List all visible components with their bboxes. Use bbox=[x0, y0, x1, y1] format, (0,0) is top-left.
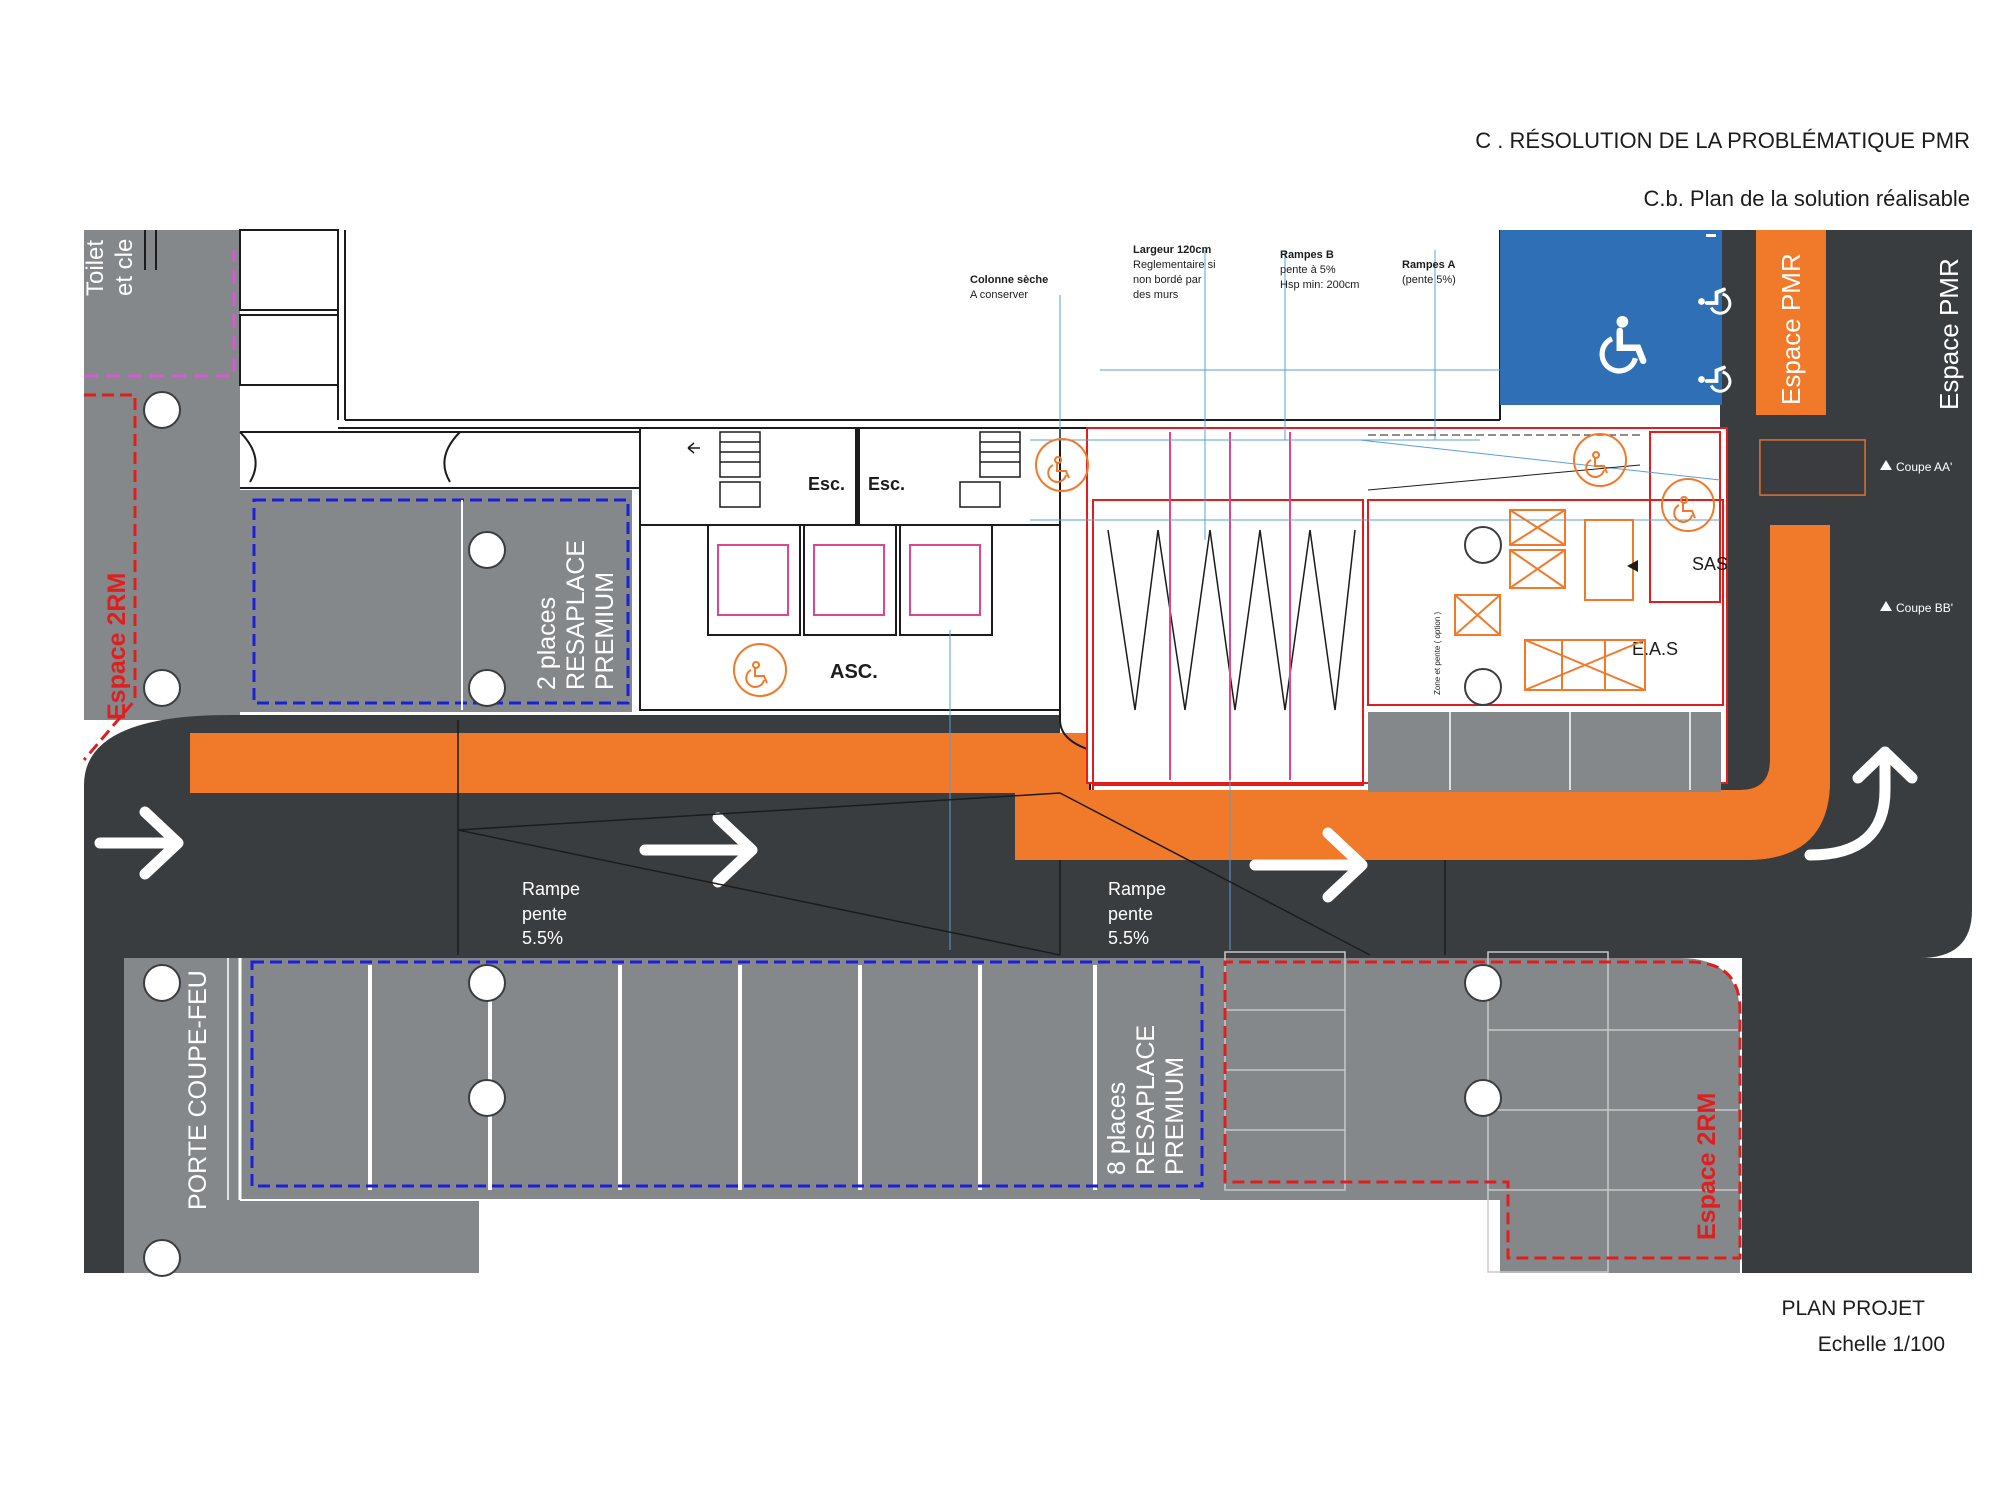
furniture-boxes bbox=[1454, 509, 1646, 691]
rampe2-l2: pente bbox=[1108, 904, 1153, 924]
largeur-line3: non bordé par bbox=[1133, 274, 1202, 286]
espace-pmr-inner-label: Espace PMR bbox=[1776, 253, 1806, 405]
colonne-line1: Colonne sèche bbox=[970, 274, 1048, 286]
rampes-b-line3: Hsp min: 200cm bbox=[1280, 279, 1359, 291]
rampe1-l3: 5.5% bbox=[522, 928, 563, 948]
elevators bbox=[707, 524, 993, 636]
rampe2-l3: 5.5% bbox=[1108, 928, 1149, 948]
arrow-turn-up-icon bbox=[1804, 746, 1918, 861]
asc-label: ASC. bbox=[830, 661, 878, 683]
coupe-bb-label: Coupe BB' bbox=[1896, 601, 1953, 615]
rampe2-l1: Rampe bbox=[1108, 879, 1166, 899]
premium-outline-8 bbox=[250, 960, 1204, 1188]
rampe1-l2: pente bbox=[522, 904, 567, 924]
arrow-right-icon bbox=[1249, 827, 1368, 903]
bottom-parking bbox=[124, 958, 1740, 1273]
resaplace-8-line1: 8 places bbox=[1103, 1082, 1131, 1175]
dimension-lines bbox=[949, 250, 1721, 950]
coupe-marker-icon bbox=[1880, 601, 1892, 611]
page-title: C . RÉSOLUTION DE LA PROBLÉMATIQUE PMR bbox=[1475, 128, 1970, 153]
coupe-aa-label: Coupe AA' bbox=[1896, 460, 1952, 474]
espace-pmr-inner bbox=[1756, 230, 1826, 415]
largeur-line2: Reglementaire si bbox=[1133, 259, 1216, 271]
zone-rampe-label: Zone et pente ( option ) bbox=[1433, 612, 1442, 696]
esc-label-1: Esc. bbox=[808, 474, 845, 494]
premium-outline-2 bbox=[252, 498, 630, 705]
largeur-line1: Largeur 120cm bbox=[1133, 244, 1211, 256]
espace-2rm-right: Espace 2RM bbox=[1693, 1093, 1721, 1240]
rampe1-l1: Rampe bbox=[522, 879, 580, 899]
stairs bbox=[687, 431, 1021, 508]
porte-label: PORTE COUPE-FEU bbox=[184, 970, 212, 1210]
moto-outline-left bbox=[82, 393, 137, 761]
moto-outline-right bbox=[1223, 960, 1742, 1260]
eas-label: E.A.S bbox=[1632, 639, 1678, 659]
wc-outline bbox=[84, 250, 236, 378]
esc-label-2: Esc. bbox=[868, 474, 905, 494]
arrow-right-icon bbox=[639, 812, 758, 888]
left-bay bbox=[84, 390, 240, 720]
rampes-b-line1: Rampes B bbox=[1280, 249, 1334, 261]
toilet-area bbox=[84, 230, 240, 390]
plan-label: PLAN PROJET bbox=[1781, 1297, 1925, 1320]
resaplace-2-line3: PREMIUM bbox=[591, 572, 619, 690]
colonne-line2: A conserver bbox=[970, 289, 1028, 301]
espace-2rm-left: Espace 2RM bbox=[103, 573, 131, 720]
resaplace-8-line3: PREMIUM bbox=[1161, 1057, 1189, 1175]
rampes-a-line2: (pente 5%) bbox=[1402, 274, 1456, 286]
rampes-a-line1: Rampes A bbox=[1402, 259, 1455, 271]
espace-pmr-outer-label: Espace PMR bbox=[1934, 258, 1964, 410]
ramp-side-strip bbox=[1368, 712, 1721, 792]
toilet-label: Toilet bbox=[82, 240, 109, 296]
resaplace-2-bay bbox=[240, 490, 632, 712]
sas-label: SAS bbox=[1692, 554, 1728, 574]
largeur-line4: des murs bbox=[1133, 289, 1179, 301]
page-subtitle: C.b. Plan de la solution réalisable bbox=[1643, 186, 1970, 211]
rampes-b-line2: pente à 5% bbox=[1280, 264, 1336, 276]
coupe-marker-icon bbox=[1880, 460, 1892, 470]
annotations: Colonne sèche A conserver Largeur 120cm … bbox=[970, 244, 1456, 301]
pmr-zone bbox=[1500, 230, 1722, 405]
parking-dividers bbox=[368, 965, 1097, 1190]
pmr-path-curve bbox=[1015, 525, 1830, 860]
pmr-path-top bbox=[190, 733, 1060, 793]
resaplace-2-line2: RESAPLACE bbox=[562, 540, 590, 690]
ramp-zigzag bbox=[1107, 529, 1356, 711]
toilet-label-2: et cle bbox=[111, 239, 138, 296]
arrow-right-icon bbox=[94, 806, 184, 880]
resaplace-8-line2: RESAPLACE bbox=[1132, 1025, 1160, 1175]
scale-label: Echelle 1/100 bbox=[1817, 1333, 1945, 1356]
resaplace-2-line1: 2 places bbox=[533, 597, 561, 690]
